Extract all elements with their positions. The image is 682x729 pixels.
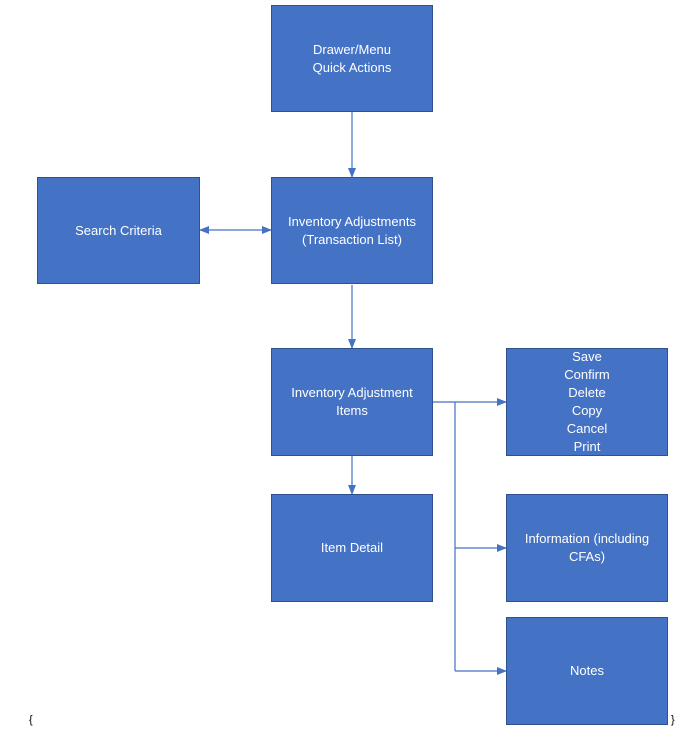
node-information-line1: Information (including bbox=[524, 531, 650, 546]
node-inventory-adjustments: Inventory Adjustments (Transaction List) bbox=[271, 177, 433, 284]
action-confirm: Confirm bbox=[564, 367, 610, 382]
node-information: Information (including CFAs) bbox=[506, 494, 668, 602]
action-print: Print bbox=[573, 439, 601, 454]
node-notes: Notes bbox=[506, 617, 668, 725]
node-item-detail: Item Detail bbox=[271, 494, 433, 602]
node-inventory-adjustments-line2: (Transaction List) bbox=[302, 231, 402, 247]
node-search-criteria: Search Criteria bbox=[37, 177, 200, 284]
node-actions: Save Confirm Delete Copy Cancel Print bbox=[506, 348, 668, 456]
action-cancel: Cancel bbox=[566, 421, 608, 436]
action-save: Save bbox=[572, 349, 602, 364]
node-drawer-menu-line2: Quick Actions bbox=[312, 59, 392, 75]
node-search-criteria-label: Search Criteria bbox=[75, 222, 162, 238]
node-inventory-adjustments-line1: Inventory Adjustments bbox=[288, 213, 416, 229]
node-inventory-adjustment-items-line2: Items bbox=[336, 403, 368, 418]
footer-right-mark: } bbox=[671, 714, 675, 726]
node-inventory-adjustment-items: Inventory Adjustment Items bbox=[271, 348, 433, 456]
node-item-detail-label: Item Detail bbox=[320, 540, 384, 555]
node-notes-label: Notes bbox=[570, 663, 604, 678]
node-information-line2: CFAs) bbox=[568, 549, 606, 564]
node-drawer-menu-line1: Drawer/Menu bbox=[312, 41, 392, 57]
footer-left-mark: { bbox=[29, 714, 33, 726]
node-drawer-menu: Drawer/Menu Quick Actions bbox=[271, 5, 433, 112]
action-delete: Delete bbox=[568, 385, 606, 400]
node-inventory-adjustment-items-line1: Inventory Adjustment bbox=[291, 385, 413, 400]
action-copy: Copy bbox=[571, 403, 603, 418]
